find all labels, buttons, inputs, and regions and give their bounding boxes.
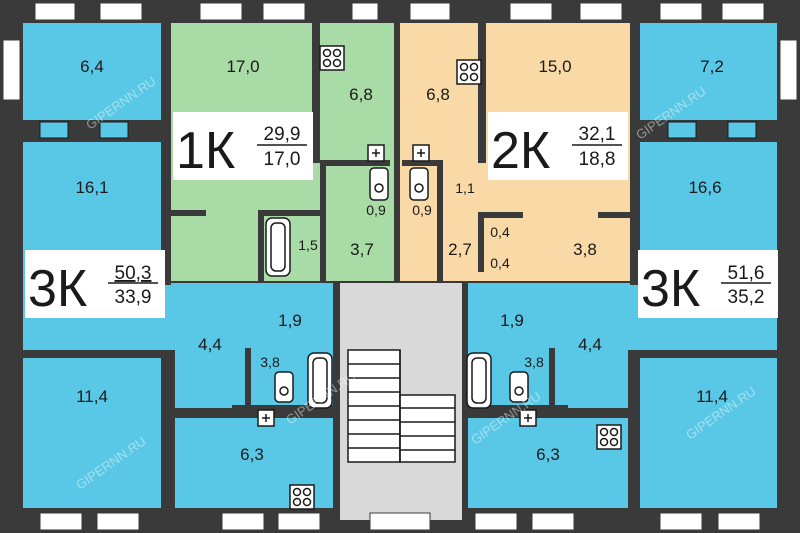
apartment-total-area: 50,3 [115,263,152,284]
apartment-living-area: 18,8 [579,149,616,170]
room-area-label: 11,4 [76,387,108,406]
stove-icon [319,45,345,71]
room-area-label: 0,4 [490,224,510,240]
partition [402,160,442,166]
room-area-label: 6,8 [349,85,373,104]
apartment-type: 3К [28,260,87,318]
sink-icon [519,409,537,427]
bathtub-icon [307,352,333,409]
room-area-label: 0,4 [490,255,510,271]
room-area-label: 6,8 [426,85,450,104]
toilet-icon [509,371,529,403]
stairs-icon [347,349,456,463]
partition [232,405,333,411]
room-area-label: 0,9 [412,202,432,218]
partition [598,212,630,218]
room-area-label: 16,1 [75,178,108,197]
partition [333,283,340,520]
room-area-label: 11,4 [696,387,728,406]
bathtub-icon [466,352,492,409]
room-area-label: 2,7 [448,240,472,259]
sink-icon [257,409,275,427]
partition [478,23,486,163]
room-area-label: 3,7 [350,240,374,259]
apartment-badge-1k: 1К 29,9 17,0 [173,112,313,180]
partition [462,283,468,520]
partition [320,160,390,166]
room-area-label: 1,9 [278,311,302,330]
room-area-label: 16,6 [688,178,721,197]
stove-icon [456,59,482,85]
room-area-label: 1,5 [298,237,318,253]
apartment-living-area: 17,0 [264,149,301,170]
room-area-label: 4,4 [198,335,222,354]
apartment-total-area: 51,6 [728,263,765,284]
toilet-icon [274,371,294,403]
room-area-label: 1,9 [500,311,524,330]
partition [630,23,640,285]
room-area-label: 3,8 [524,354,544,370]
apartment-total-area: 29,9 [264,124,301,145]
room-area-label: 4,4 [578,335,602,354]
partition [258,210,264,281]
room-area-label: 7,2 [700,57,724,76]
room-area-label: 17,0 [226,57,259,76]
room-area-label: 6,3 [240,445,264,464]
partition [171,210,206,216]
partition [478,212,523,218]
stove-icon [596,424,622,450]
room-area-label: 3,8 [260,354,280,370]
bathtub-icon [265,217,291,277]
sink-icon [367,144,385,162]
room-area-label: 6,4 [80,57,104,76]
partition [161,358,171,508]
partition [320,160,326,281]
apartment-type: 1К [176,122,235,180]
partition [23,350,161,358]
toilet-icon [409,167,429,201]
partition [437,160,443,281]
partition [161,23,171,285]
partition [630,358,640,508]
apartment-badge-3k-left: 3К 50,3 33,9 [25,250,165,318]
partition [394,23,400,283]
partition [468,405,568,411]
apartment-type: 2К [491,122,550,180]
room-area-label: 0,9 [366,202,386,218]
sink-icon [412,144,430,162]
apartment-living-area: 35,2 [728,287,765,308]
room-area-label: 15,0 [538,57,571,76]
vent-icons [39,121,757,139]
room-area-label: 1,1 [455,180,475,196]
partition [245,348,251,408]
toilet-icon [369,167,389,201]
partition [640,350,777,358]
stove-icon [289,484,315,510]
partition [478,212,484,272]
partition [312,23,320,163]
partition [549,348,555,408]
apartment-badge-3k-right: 3К 51,6 35,2 [638,250,778,318]
room-area-label: 6,3 [536,445,560,464]
apartment-total-area: 32,1 [579,124,616,145]
apartment-living-area: 33,9 [115,287,152,308]
apartment-type: 3К [641,260,700,318]
room-area-label: 3,8 [573,240,597,259]
apartment-3k-right [462,23,777,508]
partition [258,210,320,216]
apartment-badge-2k: 2К 32,1 18,8 [488,112,628,180]
